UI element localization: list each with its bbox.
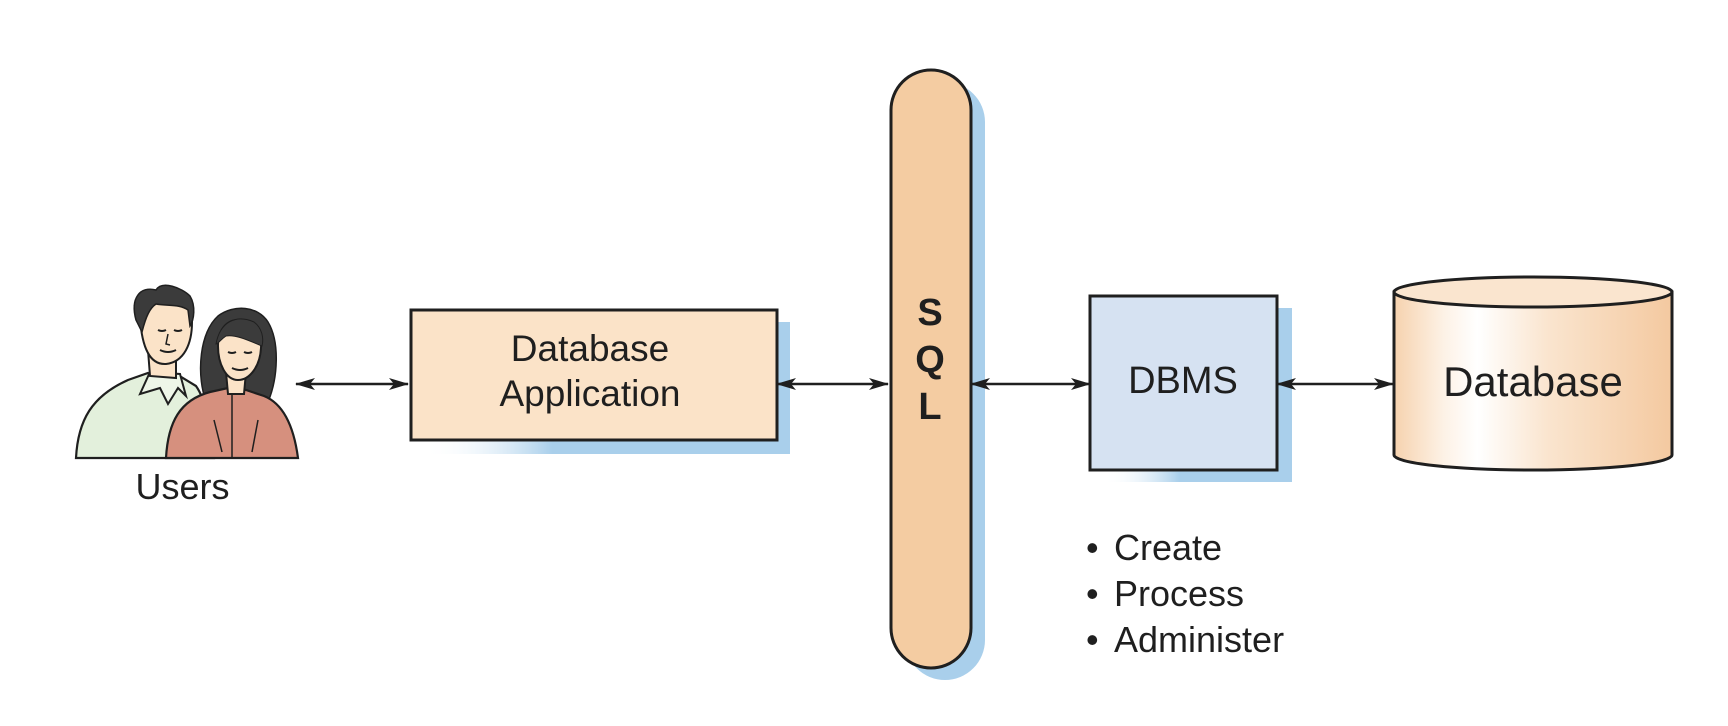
man-hair (133, 284, 195, 335)
sql-letter-l: L (918, 386, 942, 428)
cylinder-top (1392, 275, 1674, 309)
dbms-box-group (1088, 294, 1292, 482)
app-box (409, 308, 779, 442)
database-application-label: Database Application (410, 326, 770, 416)
app-label-line1: Database (510, 328, 670, 369)
sql-letter-q: Q (915, 339, 945, 381)
dbms-function-item: Create (1086, 525, 1284, 571)
users-label: Users (135, 466, 230, 507)
app-label-line2: Application (499, 373, 681, 414)
sql-letter-s: S (917, 292, 943, 334)
man-collar (138, 370, 188, 407)
dbms-label: DBMS (1128, 360, 1238, 402)
database-application-box (409, 308, 790, 454)
dbms-function-item: Process (1086, 571, 1284, 617)
cylinder-body (1392, 290, 1674, 472)
users-icon (74, 284, 300, 460)
dbms-functions-list: Create Process Administer (1086, 525, 1284, 663)
sql-bar (889, 68, 985, 680)
dbms-function-item: Administer (1086, 617, 1284, 663)
sql-label: S Q L (890, 290, 970, 431)
database-label: Database (1443, 358, 1623, 405)
sql-bar-body (889, 68, 973, 670)
database-cylinder-icon (1392, 275, 1674, 472)
